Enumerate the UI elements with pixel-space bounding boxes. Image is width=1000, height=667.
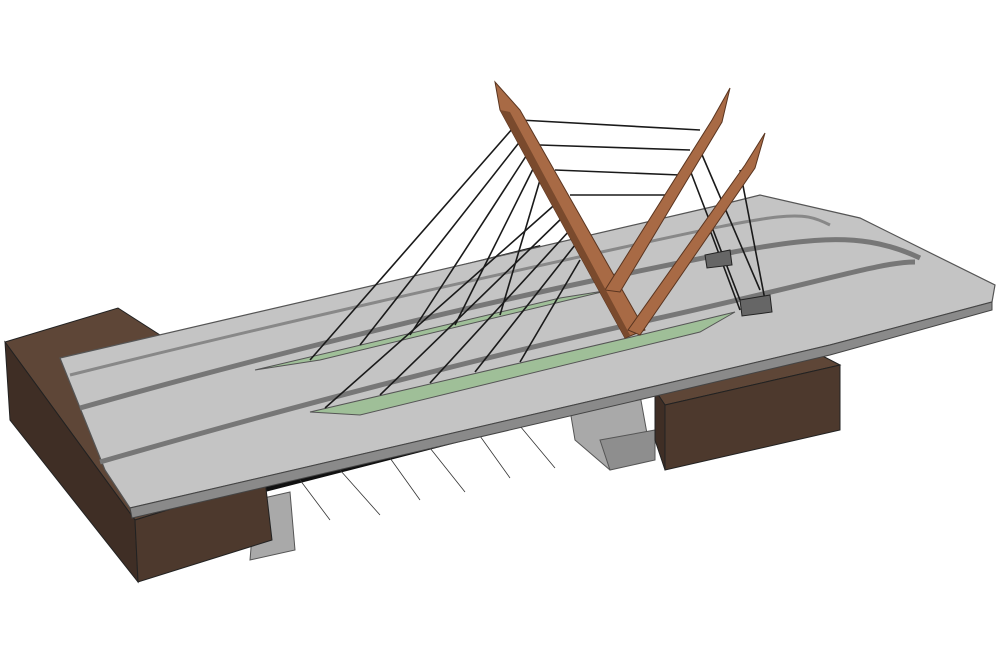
right-pier [569,394,656,471]
hanger-lines-below [299,425,556,521]
bridge-deck [59,194,996,519]
stay-cables [309,119,766,409]
cable-anchors [704,249,773,317]
pylons [494,80,766,339]
